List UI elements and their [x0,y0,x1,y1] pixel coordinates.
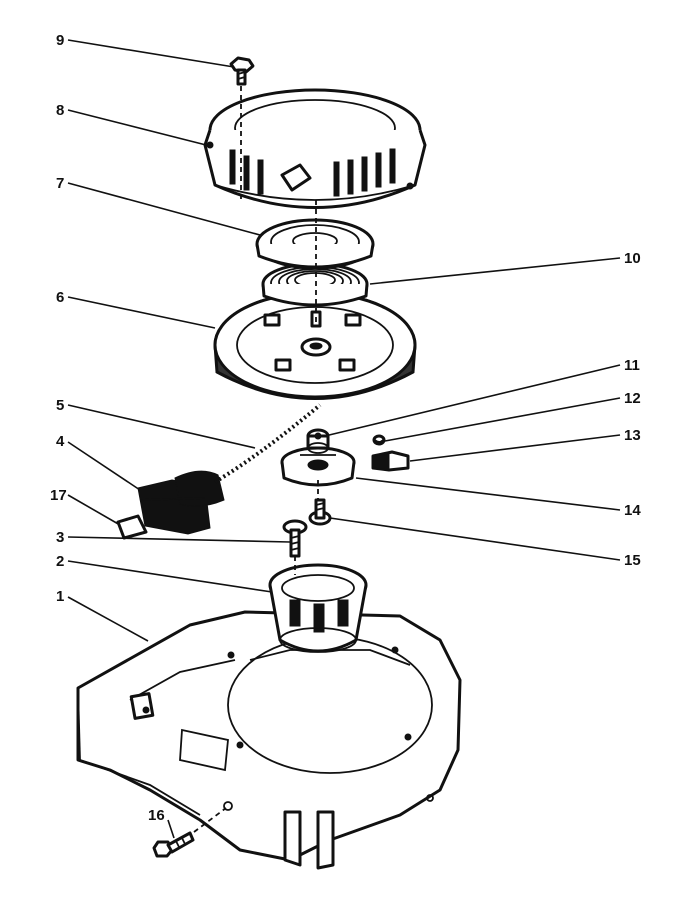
callout-10: 10 [624,250,641,267]
callout-4: 4 [56,433,65,450]
assembly-centerlines [193,86,319,833]
callout-1: 1 [56,588,64,605]
part-1-housing [76,610,462,870]
callout-8: 8 [56,102,64,119]
callout-9: 9 [56,32,64,49]
part-2-starter-cup [268,563,368,653]
part-12-spring [372,434,386,446]
callout-15: 15 [624,552,641,569]
part-7-spring-cover [255,218,375,270]
part-16-bolt [152,831,195,858]
part-17-insert [116,514,148,540]
part-14-pawl-carrier [280,446,356,487]
callout-16: 16 [148,807,165,824]
callout-12: 12 [624,390,641,407]
part-4-handle [137,470,225,535]
callout-7: 7 [56,175,64,192]
part-8-starter-housing [203,88,427,209]
leader-lines [67,39,621,839]
callout-14: 14 [624,502,641,519]
part-6-pulley [213,291,417,400]
callout-13: 13 [624,427,641,444]
callout-2: 2 [56,553,64,570]
callout-17: 17 [50,487,67,504]
part-8-vents [229,148,396,197]
callout-3: 3 [56,529,64,546]
part-9-screw [229,56,255,86]
part-15-screw [308,498,332,526]
part-3-bolt [282,519,308,558]
callout-labels: 1 2 3 4 5 6 7 8 9 10 11 12 13 14 15 16 1… [50,32,641,824]
callout-5: 5 [56,397,64,414]
part-10-recoil-spring [261,262,369,307]
part-13-pawl [371,450,410,472]
callout-6: 6 [56,289,64,306]
callout-11: 11 [624,357,640,374]
